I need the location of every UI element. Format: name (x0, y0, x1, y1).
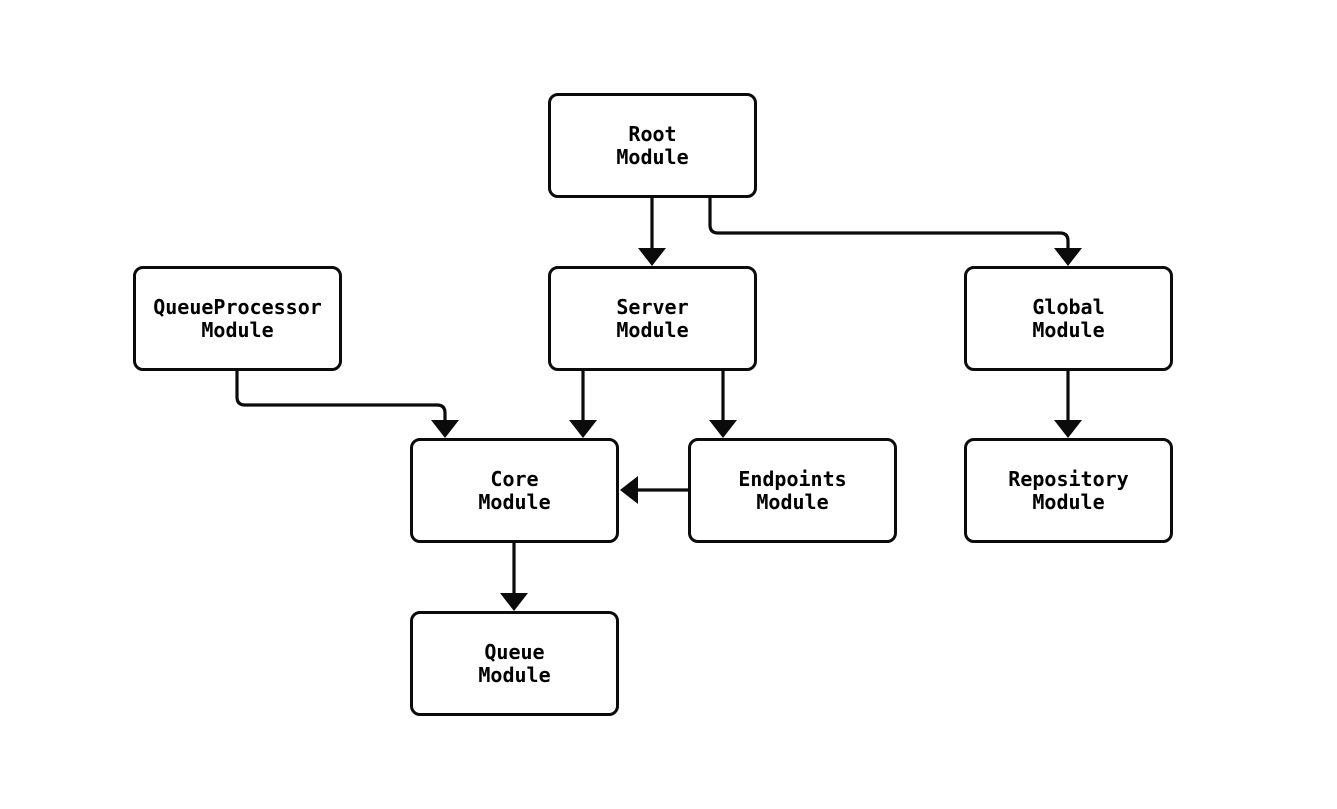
node-server-module-label: Server Module (616, 294, 689, 342)
arrowhead-server-to-core (569, 420, 597, 438)
arrowhead-core-to-queue (500, 593, 528, 611)
arrowhead-endpoints-to-core (620, 476, 638, 504)
node-queueprocessor-module: QueueProcessor Module (133, 266, 342, 371)
node-repository-module-label: Repository Module (1008, 466, 1129, 514)
node-server-module: Server Module (548, 266, 757, 371)
node-endpoints-module: Endpoints Module (688, 438, 897, 543)
node-root-module-label: Root Module (616, 121, 689, 169)
node-global-module-label: Global Module (1032, 294, 1105, 342)
arrowhead-root-to-global (1054, 248, 1082, 266)
arrowhead-queueprocessor-to-core (431, 420, 459, 438)
arrowhead-server-to-endpoints (709, 420, 737, 438)
edge-root-to-global (708, 198, 1070, 252)
node-root-module: Root Module (548, 93, 757, 198)
node-repository-module: Repository Module (964, 438, 1173, 543)
edge-queueprocessor-to-core (235, 371, 447, 424)
node-queue-module: Queue Module (410, 611, 619, 716)
arrowhead-global-to-repository (1054, 420, 1082, 438)
node-global-module: Global Module (964, 266, 1173, 371)
node-core-module-label: Core Module (478, 466, 551, 514)
node-endpoints-module-label: Endpoints Module (738, 466, 847, 514)
node-core-module: Core Module (410, 438, 619, 543)
node-queue-module-label: Queue Module (478, 639, 551, 687)
arrowhead-root-to-server (638, 248, 666, 266)
node-queueprocessor-module-label: QueueProcessor Module (153, 294, 322, 342)
